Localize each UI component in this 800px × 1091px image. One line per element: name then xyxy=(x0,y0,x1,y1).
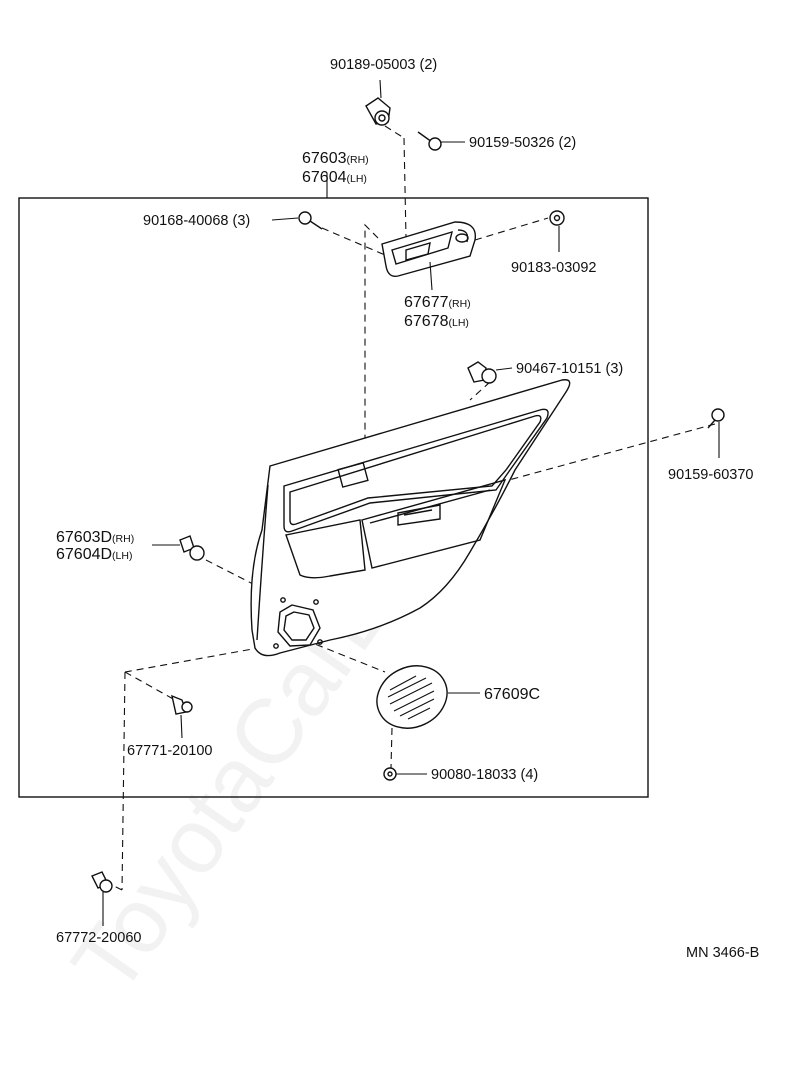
clip-top-icon xyxy=(365,97,391,126)
label-grille-nut: 90080-18033 (4) xyxy=(431,767,538,783)
label-retainer-lower: 67771-20100 xyxy=(127,743,212,759)
assembly-frame xyxy=(18,197,649,798)
nut-right-icon xyxy=(549,210,565,226)
label-screw-far-right: 90159-60370 xyxy=(668,467,753,483)
door-trim-panel xyxy=(250,379,571,657)
diagram-code: MN 3466-B xyxy=(686,945,759,961)
label-board-lh: 67604(LH) xyxy=(302,169,367,186)
label-screw-left: 90168-40068 (3) xyxy=(143,213,250,229)
screw-top-icon xyxy=(417,131,442,151)
grille-nut-icon xyxy=(383,767,397,781)
label-leaders xyxy=(102,79,720,926)
label-panel-rh: 67603D(RH) xyxy=(56,529,134,546)
label-bezel-rh: 67677(RH) xyxy=(404,294,471,311)
label-nut-right: 90183-03092 xyxy=(511,260,596,276)
label-screw-top: 90159-50326 (2) xyxy=(469,135,576,151)
label-bezel-lh: 67678(LH) xyxy=(404,313,469,330)
label-speaker-grille: 67609C xyxy=(484,686,540,703)
clip-panel-icon xyxy=(467,361,497,384)
label-clip-top: 90189-05003 (2) xyxy=(330,57,437,73)
label-retainer-bottom: 67772-20060 xyxy=(56,930,141,946)
label-board-rh: 67603(RH) xyxy=(302,150,369,167)
handle-bezel xyxy=(381,221,477,277)
speaker-grille xyxy=(376,665,448,729)
retainer-bottom-icon xyxy=(91,871,113,893)
retainer-lower-icon xyxy=(171,694,193,715)
screw-left-icon xyxy=(298,211,323,230)
panel-clip-icon xyxy=(179,535,205,561)
dashed-leaders xyxy=(105,125,716,891)
label-panel-lh: 67604D(LH) xyxy=(56,546,132,563)
label-clip-panel: 90467-10151 (3) xyxy=(516,361,623,377)
screw-far-right-icon xyxy=(707,408,725,429)
